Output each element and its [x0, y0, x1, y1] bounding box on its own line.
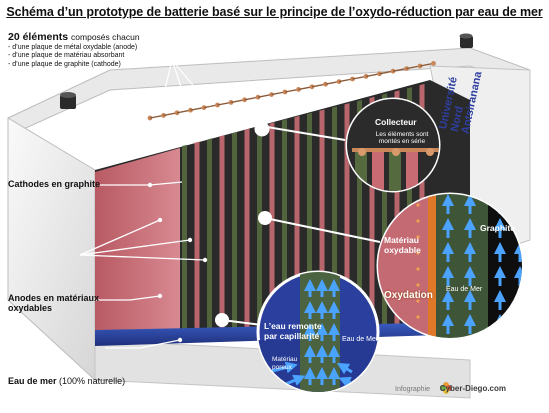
pointer-dots: [147, 121, 272, 343]
plate-1: [182, 144, 187, 330]
oxydation-label: Oxydation: [384, 290, 433, 301]
elements-item: - d’une plaque de matériau absorbant: [8, 52, 125, 60]
elements-heading: 20 éléments: [8, 31, 69, 43]
oxidation-seawater-label: Eau de Mer: [446, 286, 483, 293]
oxidation-bubble: [416, 235, 420, 239]
porous-material-line2: poreux: [272, 363, 292, 371]
oxidation-bubble: [416, 267, 420, 271]
porous-material-line1: Matériau: [272, 356, 298, 363]
credit-site: Cyber-Diego.com: [439, 384, 506, 393]
porous-material-label: Matériau poreux: [272, 356, 297, 372]
graphite-label: Graphite: [480, 223, 515, 233]
seawater-label: Eau de mer (100% naturelle): [8, 376, 126, 387]
oxidation-material-label: Matériau oxydable: [384, 235, 421, 256]
plate-13: [332, 106, 337, 327]
plate-2: [194, 141, 200, 330]
anodes-label-line2: oxydables: [8, 302, 53, 313]
plate-5: [232, 131, 237, 329]
battery-terminal-icon: [459, 33, 473, 48]
capillary-label-line1: L’eau remonte: [264, 321, 322, 331]
collector-caption-line1: Les éléments sont: [375, 131, 429, 138]
anodes-label-line1: Anodes en matériaux: [8, 293, 100, 303]
elements-item: - d’une plaque de métal oxydable (anode): [8, 43, 138, 51]
collector-title: Collecteur: [375, 117, 417, 127]
copper-connector-row: [147, 61, 436, 121]
credit-prefix: Infographie: [395, 386, 431, 393]
capillary-label: L’eau remonte par capillarité: [264, 321, 322, 342]
seawater-label-suffix: (100% naturelle): [59, 376, 126, 386]
plate-8: [269, 122, 275, 328]
plate-3: [207, 138, 212, 330]
oxidation-bubble: [416, 251, 420, 255]
capillary-label-line2: par capillarité: [264, 330, 320, 341]
plate-6: [244, 128, 250, 329]
elements-item: - d’une plaque de graphite (cathode): [8, 61, 121, 69]
callout-pointer-icon: [130, 59, 211, 111]
copper-connector-icon: [431, 61, 436, 66]
oxidation-bubble: [416, 203, 420, 207]
page-title: Schéma d’un prototype de batterie basé s…: [6, 5, 543, 19]
oxidation-material-line1: Matériau: [384, 235, 419, 245]
credit-logo-icon: [440, 382, 452, 394]
oxidation-bubble: [416, 283, 420, 287]
cathodes-label: Cathodes en graphite: [8, 179, 101, 189]
oxidation-bubble: [416, 299, 420, 303]
oxidation-bubble: [416, 315, 420, 319]
elements-legend: 20 éléments composés chacun - d’une plaq…: [8, 31, 140, 70]
collector-caption: Les éléments sont montés en série: [367, 131, 437, 145]
battery-terminal-icon: [60, 92, 76, 109]
collector-caption-line2: montés en série: [378, 138, 426, 146]
credit: Infographie Cyber-Diego.com: [395, 384, 506, 394]
plate-4: [219, 135, 225, 330]
capillary-seawater-label: Eau de Mer: [342, 336, 379, 343]
plate-9: [282, 119, 287, 328]
oxidation-bubble: [416, 219, 420, 223]
anodes-label: Anodes en matériaux oxydables: [8, 293, 100, 314]
flow-arrow-icon: [336, 362, 353, 375]
seawater-label-text: Eau de mer: [8, 376, 57, 386]
plate-7: [257, 125, 262, 329]
oxidation-material-line2: oxydable: [384, 244, 421, 255]
flow-arrow-icon: [285, 374, 306, 386]
elements-heading-suffix: composés chacun: [71, 32, 140, 42]
